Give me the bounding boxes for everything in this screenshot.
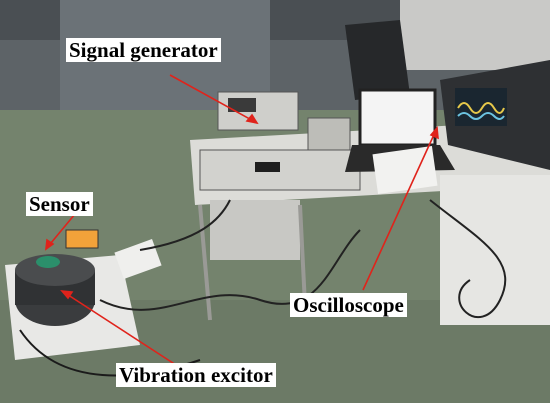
table-leg [198, 204, 212, 321]
laptop-screen [358, 88, 437, 147]
label-sensor: Sensor [26, 192, 93, 217]
arrow-signal-generator [169, 74, 258, 124]
label-oscilloscope: Oscilloscope [290, 293, 407, 318]
label-vibration-exciter: Vibration excitor [116, 363, 276, 388]
label-signal-generator: Signal generator [66, 38, 221, 63]
arrow-oscilloscope [362, 127, 438, 291]
cabinet-top-right [400, 0, 550, 70]
sensor-device [36, 256, 60, 268]
arrow-vibration-exciter [61, 290, 177, 366]
right-cabinet [440, 175, 550, 325]
office-chair [345, 20, 410, 100]
